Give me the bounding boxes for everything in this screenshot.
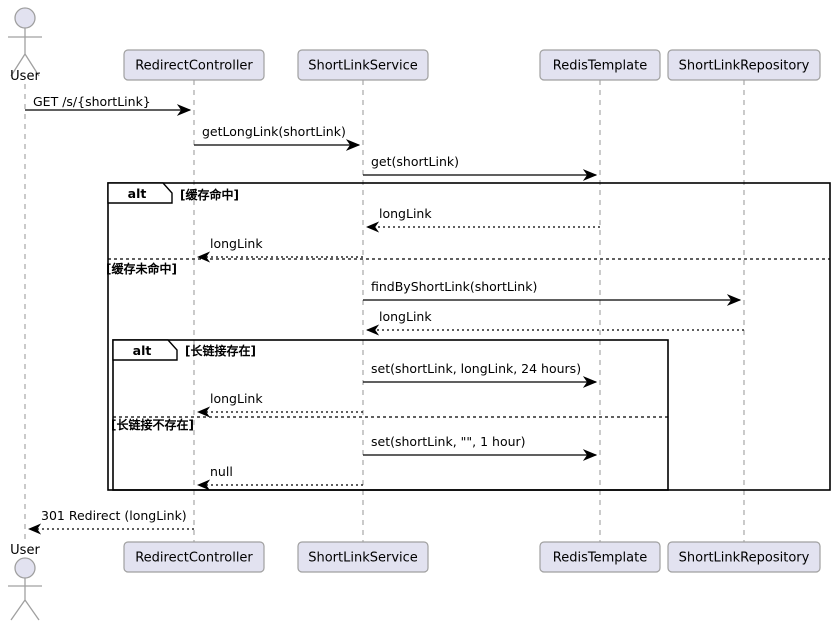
actor-label-bottom: User bbox=[10, 543, 40, 558]
message-301-redirect: 301 Redirect (longLink) bbox=[27, 508, 194, 535]
participant-label: ShortLinkRepository bbox=[679, 551, 810, 566]
fragment-outline bbox=[112, 339, 669, 491]
fragment-guard-cache-miss: [缓存未命中] bbox=[106, 261, 177, 276]
actor-user-top: User bbox=[8, 7, 42, 84]
message-label: longLink bbox=[210, 236, 263, 251]
message-label: longLink bbox=[379, 206, 432, 221]
participant-redirect-controller-bottom[interactable]: RedirectController bbox=[123, 541, 265, 573]
participants-bottom: RedirectController ShortLinkService Redi… bbox=[123, 541, 821, 573]
participant-redis-template-top[interactable]: RedisTemplate bbox=[539, 49, 661, 81]
participant-box[interactable] bbox=[539, 49, 661, 81]
message-label: set(shortLink, "", 1 hour) bbox=[371, 434, 526, 449]
message-label: 301 Redirect (longLink) bbox=[41, 508, 187, 523]
message-longlink-from-repository: longLink bbox=[365, 309, 744, 336]
participant-box[interactable] bbox=[297, 541, 429, 573]
message-findbyshortlink: findByShortLink(shortLink) bbox=[363, 279, 742, 306]
participant-label: ShortLinkRepository bbox=[679, 59, 810, 74]
participant-label: RedisTemplate bbox=[553, 551, 647, 566]
fragment-guard-longlink-not-exists: [长链接不存在] bbox=[111, 417, 194, 432]
fragment-operator-label: alt bbox=[128, 186, 147, 201]
fragment-inner-alt: alt [长链接存在] [长链接不存在] bbox=[111, 339, 669, 491]
participant-short-link-service-bottom[interactable]: ShortLinkService bbox=[297, 541, 429, 573]
participant-redirect-controller-top[interactable]: RedirectController bbox=[123, 49, 265, 81]
participant-short-link-repository-top[interactable]: ShortLinkRepository bbox=[667, 49, 821, 81]
message-get-shortlink-request: GET /s/{shortLink} bbox=[25, 94, 192, 116]
fragment-operator-label: alt bbox=[133, 343, 152, 358]
fragment-guard-longlink-exists: [长链接存在] bbox=[185, 343, 256, 358]
messages-group: GET /s/{shortLink} getLongLink(shortLink… bbox=[25, 94, 744, 535]
fragment-outer-alt: alt [缓存命中] [缓存未命中] bbox=[106, 182, 831, 491]
message-label: GET /s/{shortLink} bbox=[33, 94, 151, 109]
message-redis-set-empty-1h: set(shortLink, "", 1 hour) bbox=[363, 434, 598, 461]
participant-label: RedirectController bbox=[135, 551, 253, 566]
message-label: longLink bbox=[210, 391, 263, 406]
participant-redis-template-bottom[interactable]: RedisTemplate bbox=[539, 541, 661, 573]
actor-head-icon-bottom bbox=[14, 557, 36, 579]
participant-box[interactable] bbox=[297, 49, 429, 81]
participant-box[interactable] bbox=[539, 541, 661, 573]
participant-box[interactable] bbox=[667, 541, 821, 573]
participant-box[interactable] bbox=[667, 49, 821, 81]
message-label: set(shortLink, longLink, 24 hours) bbox=[371, 361, 581, 376]
message-label: getLongLink(shortLink) bbox=[202, 124, 346, 139]
message-redis-set-24h: set(shortLink, longLink, 24 hours) bbox=[363, 361, 598, 388]
participant-label: RedirectController bbox=[135, 59, 253, 74]
message-longlink-to-controller-hit: longLink bbox=[196, 236, 363, 263]
actor-label-top: User bbox=[10, 69, 40, 84]
message-label: null bbox=[210, 464, 233, 479]
actor-user-bottom: User bbox=[8, 543, 42, 621]
actor-head-icon bbox=[14, 7, 36, 29]
message-longlink-from-redis: longLink bbox=[365, 206, 600, 233]
fragment-guard-cache-hit: [缓存命中] bbox=[180, 187, 239, 202]
participant-short-link-repository-bottom[interactable]: ShortLinkRepository bbox=[667, 541, 821, 573]
participants-top: RedirectController ShortLinkService Redi… bbox=[123, 49, 821, 81]
message-label: findByShortLink(shortLink) bbox=[371, 279, 537, 294]
message-longlink-to-controller-db: longLink bbox=[196, 391, 363, 418]
lifelines-group bbox=[24, 80, 745, 544]
participant-short-link-service-top[interactable]: ShortLinkService bbox=[297, 49, 429, 81]
participant-box[interactable] bbox=[123, 49, 265, 81]
participant-label: ShortLinkService bbox=[308, 59, 418, 74]
message-getlonglink: getLongLink(shortLink) bbox=[194, 124, 361, 151]
participant-label: ShortLinkService bbox=[308, 551, 418, 566]
participant-box[interactable] bbox=[123, 541, 265, 573]
actor-body-icon-bottom bbox=[8, 578, 42, 621]
actor-body-icon bbox=[8, 28, 42, 77]
message-label: get(shortLink) bbox=[371, 154, 459, 169]
fragment-operator-tab bbox=[112, 339, 178, 361]
fragment-operator-tab bbox=[107, 182, 173, 204]
message-label: longLink bbox=[379, 309, 432, 324]
message-redis-get: get(shortLink) bbox=[363, 154, 598, 181]
participant-label: RedisTemplate bbox=[553, 59, 647, 74]
message-null-to-controller: null bbox=[196, 464, 363, 491]
